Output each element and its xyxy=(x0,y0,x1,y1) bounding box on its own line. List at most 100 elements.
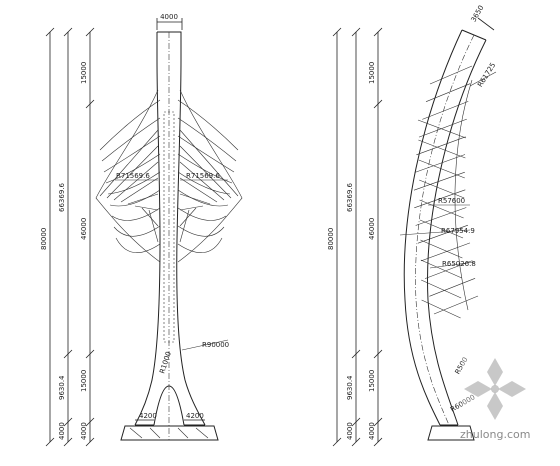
side-cable-cross xyxy=(419,219,464,239)
front-cross-left xyxy=(141,207,159,227)
front-cross-left xyxy=(99,129,159,197)
side-cable xyxy=(416,136,466,156)
front-cable-right xyxy=(177,225,225,237)
front-cross-right xyxy=(179,145,232,199)
side-cable-cross xyxy=(420,239,463,259)
front-cable-right xyxy=(177,135,235,173)
front-fan-right-edge xyxy=(177,89,243,263)
front-cross-right xyxy=(179,129,239,197)
side-cable-cross xyxy=(417,119,467,139)
front-cable-right xyxy=(177,117,237,162)
front-dim-foot-seg: 4000 xyxy=(80,422,88,440)
front-cable-right xyxy=(177,237,223,253)
side-cable xyxy=(424,260,473,279)
side-cable xyxy=(414,154,466,173)
front-cross-right xyxy=(179,177,218,203)
front-cable-left xyxy=(105,153,161,184)
front-cable-left xyxy=(115,237,161,253)
side-cable-cross xyxy=(419,179,465,199)
watermark: zhulong.com xyxy=(460,356,530,441)
front-foundation xyxy=(120,425,219,441)
side-cable xyxy=(413,171,465,191)
side-cable xyxy=(417,224,469,244)
front-dim-base: 4000 xyxy=(58,422,66,440)
front-cross-right xyxy=(179,205,204,211)
side-cable-cross xyxy=(419,199,464,219)
front-cable-right xyxy=(177,99,239,151)
front-cable-left xyxy=(103,135,161,173)
side-radius-top-label: R61725 xyxy=(476,61,497,88)
side-dim-base: 4000 xyxy=(346,422,354,440)
front-cross-left xyxy=(127,193,159,205)
front-dim-total: 80000 xyxy=(40,228,48,250)
front-cross-left xyxy=(148,209,159,243)
side-fan-edge xyxy=(454,79,473,311)
front-cable-left xyxy=(101,117,161,162)
front-cross-right xyxy=(179,209,190,243)
front-base-left-label: 4200 xyxy=(139,412,157,420)
front-cross-right xyxy=(179,193,211,205)
side-dim-middle-seg: 46000 xyxy=(368,218,376,240)
side-cable-cross xyxy=(421,279,462,299)
front-cable-right xyxy=(177,153,233,184)
front-cross-right xyxy=(179,207,197,227)
front-cross-left xyxy=(113,161,159,201)
side-cable-cross xyxy=(418,139,466,159)
front-cross-right xyxy=(179,161,225,201)
side-tower-outline xyxy=(403,29,487,426)
side-radius-2-label: R67954.9 xyxy=(441,227,475,235)
front-dim-top-seg: 15000 xyxy=(80,62,88,84)
front-view: 80000 66369.6 9630.4 4000 15000 46000 15… xyxy=(40,13,243,447)
front-cable-left xyxy=(111,207,161,221)
side-dimension-lines xyxy=(332,27,383,447)
front-radius-left-label: R71569.6 xyxy=(116,172,150,180)
front-base-right-label: 4200 xyxy=(186,412,204,420)
front-radius-inner-label: R1000 xyxy=(158,351,173,375)
side-foundation xyxy=(427,425,475,441)
side-dim-lower-seg: 15000 xyxy=(368,370,376,392)
side-cable xyxy=(425,83,471,102)
side-radius-1-label: R57600 xyxy=(438,197,465,205)
side-cable-cross xyxy=(418,159,465,179)
side-dim-upper: 66369.6 xyxy=(346,183,354,212)
side-cable-cross xyxy=(421,299,461,319)
side-dim-total: 80000 xyxy=(327,228,335,250)
front-fan-left-edge xyxy=(95,89,161,263)
front-radius-base-label: R90000 xyxy=(202,341,229,349)
front-top-width-label: 4000 xyxy=(160,13,178,21)
side-cable-net xyxy=(413,65,479,319)
front-cable-net xyxy=(95,89,243,263)
side-cable xyxy=(415,207,467,226)
side-view: 80000 66369.6 9630.4 4000 15000 46000 15… xyxy=(327,4,497,447)
front-cable-left xyxy=(99,99,161,151)
front-tower-outline xyxy=(134,31,206,440)
watermark-text: zhulong.com xyxy=(460,428,530,441)
side-cable xyxy=(433,295,479,315)
front-cross-left xyxy=(134,205,159,211)
front-cross-left xyxy=(106,145,159,199)
front-dimension-lines xyxy=(45,27,95,447)
front-cable-left xyxy=(109,189,161,207)
side-cable xyxy=(418,118,467,138)
front-cross-left xyxy=(120,177,159,203)
side-dim-foot-seg: 4000 xyxy=(368,422,376,440)
side-top-width-label: 3650 xyxy=(470,4,486,23)
side-cable xyxy=(429,65,473,85)
side-cable xyxy=(420,242,471,262)
side-cable xyxy=(422,101,469,120)
side-cable-cross xyxy=(420,259,462,279)
front-cable-left xyxy=(113,225,161,237)
watermark-logo xyxy=(464,358,526,420)
side-dim-top-seg: 15000 xyxy=(368,62,376,84)
front-dim-mid: 9630.4 xyxy=(58,375,66,400)
front-dim-upper: 66369.6 xyxy=(58,183,66,212)
side-radius-3-label: R65026.8 xyxy=(442,260,476,268)
side-cable xyxy=(429,278,476,297)
side-dim-mid: 9630.4 xyxy=(346,375,354,400)
front-cable-right xyxy=(177,189,229,207)
front-radius-right-label: R71569.6 xyxy=(186,172,220,180)
side-cable xyxy=(414,189,466,209)
front-dim-lower-seg: 15000 xyxy=(80,370,88,392)
front-dim-middle-seg: 46000 xyxy=(80,218,88,240)
